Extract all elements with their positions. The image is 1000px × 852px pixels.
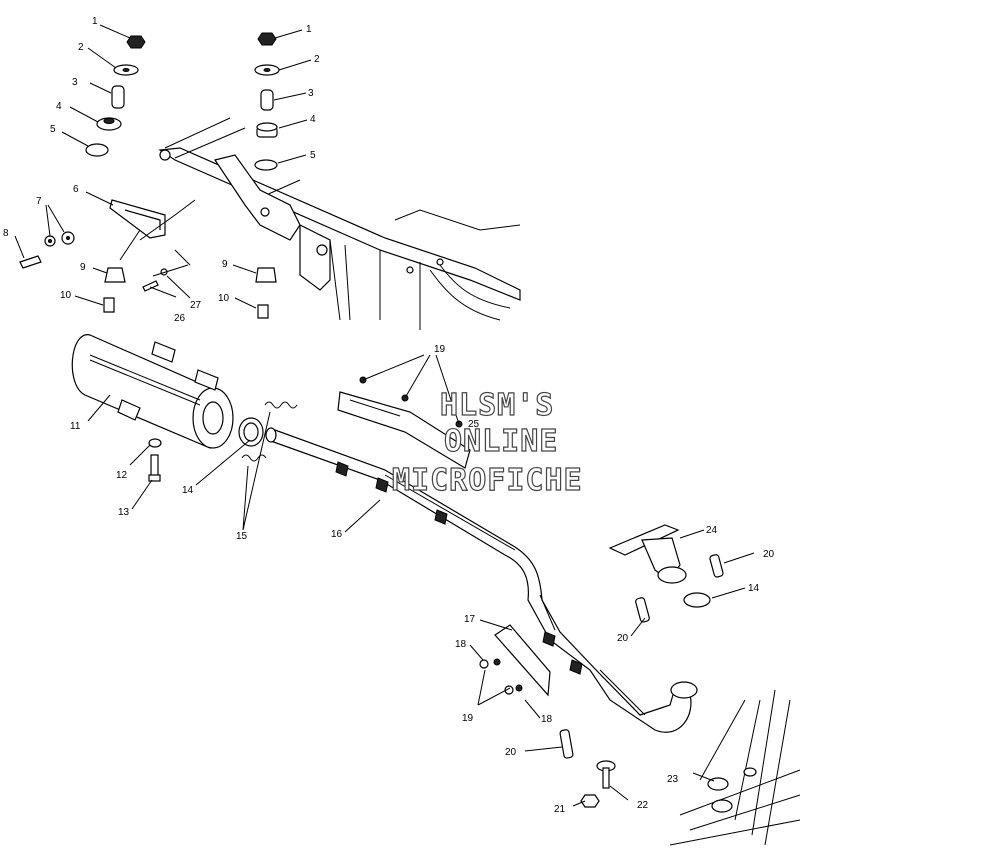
callout-2: 2 — [78, 42, 84, 53]
watermark-line-3: MICROFICHE — [392, 463, 583, 498]
callout-22: 22 — [637, 800, 649, 811]
callout-1: 1 — [306, 24, 312, 35]
callout-10: 10 — [60, 290, 72, 301]
callout-18: 18 — [541, 714, 553, 725]
leader-lines — [14, 24, 755, 807]
callout-3: 3 — [308, 88, 314, 99]
muffler — [71, 334, 234, 482]
callout-27: 27 — [190, 300, 202, 311]
heat-shield — [337, 376, 471, 469]
callout-19: 19 — [462, 713, 474, 724]
callout-7: 7 — [36, 196, 42, 207]
callout-26: 26 — [174, 313, 186, 324]
callout-4: 4 — [310, 114, 316, 125]
callout-6: 6 — [73, 184, 79, 195]
callout-3: 3 — [72, 77, 78, 88]
mount-hardware-right — [254, 32, 280, 319]
callout-11: 11 — [70, 421, 81, 432]
engine-area — [669, 689, 801, 846]
callout-20: 20 — [617, 633, 629, 644]
callout-9: 9 — [222, 259, 228, 270]
callout-12: 12 — [116, 470, 128, 481]
lower-heat-shield — [479, 624, 551, 697]
callout-9: 9 — [80, 262, 86, 273]
fasteners-lower — [580, 760, 616, 808]
callout-15: 15 — [236, 531, 248, 542]
callout-4: 4 — [56, 101, 62, 112]
callout-19: 19 — [434, 344, 446, 355]
callout-5: 5 — [310, 150, 316, 161]
callout-8: 8 — [3, 228, 9, 239]
callout-18: 18 — [455, 639, 467, 650]
callout-25: 25 — [468, 419, 480, 430]
callout-labels: 1 2 3 4 5 1 2 3 4 5 6 7 8 9 9 10 10 26 2… — [3, 16, 775, 815]
callout-1: 1 — [92, 16, 98, 27]
exhaust-flange — [559, 524, 724, 759]
callout-2: 2 — [314, 54, 320, 65]
callout-14: 14 — [748, 583, 760, 594]
watermark-line-2: ONLINE — [444, 424, 558, 459]
exhaust-pipe — [265, 427, 698, 733]
watermark-line-1: HLSM'S — [440, 388, 554, 423]
frame-assembly — [158, 117, 521, 330]
callout-5: 5 — [50, 124, 56, 135]
callout-16: 16 — [331, 529, 343, 540]
gasket-springs — [238, 401, 298, 462]
watermark: HLSM'S ONLINE MICROFICHE — [391, 387, 583, 498]
mount-hardware-left — [19, 35, 168, 313]
callout-21: 21 — [554, 804, 566, 815]
callout-20: 20 — [505, 747, 517, 758]
callout-20: 20 — [763, 549, 775, 560]
callout-17: 17 — [464, 614, 476, 625]
callout-14: 14 — [182, 485, 194, 496]
callout-23: 23 — [667, 774, 679, 785]
callout-13: 13 — [118, 507, 130, 518]
callout-10: 10 — [218, 293, 230, 304]
callout-24: 24 — [706, 525, 718, 536]
